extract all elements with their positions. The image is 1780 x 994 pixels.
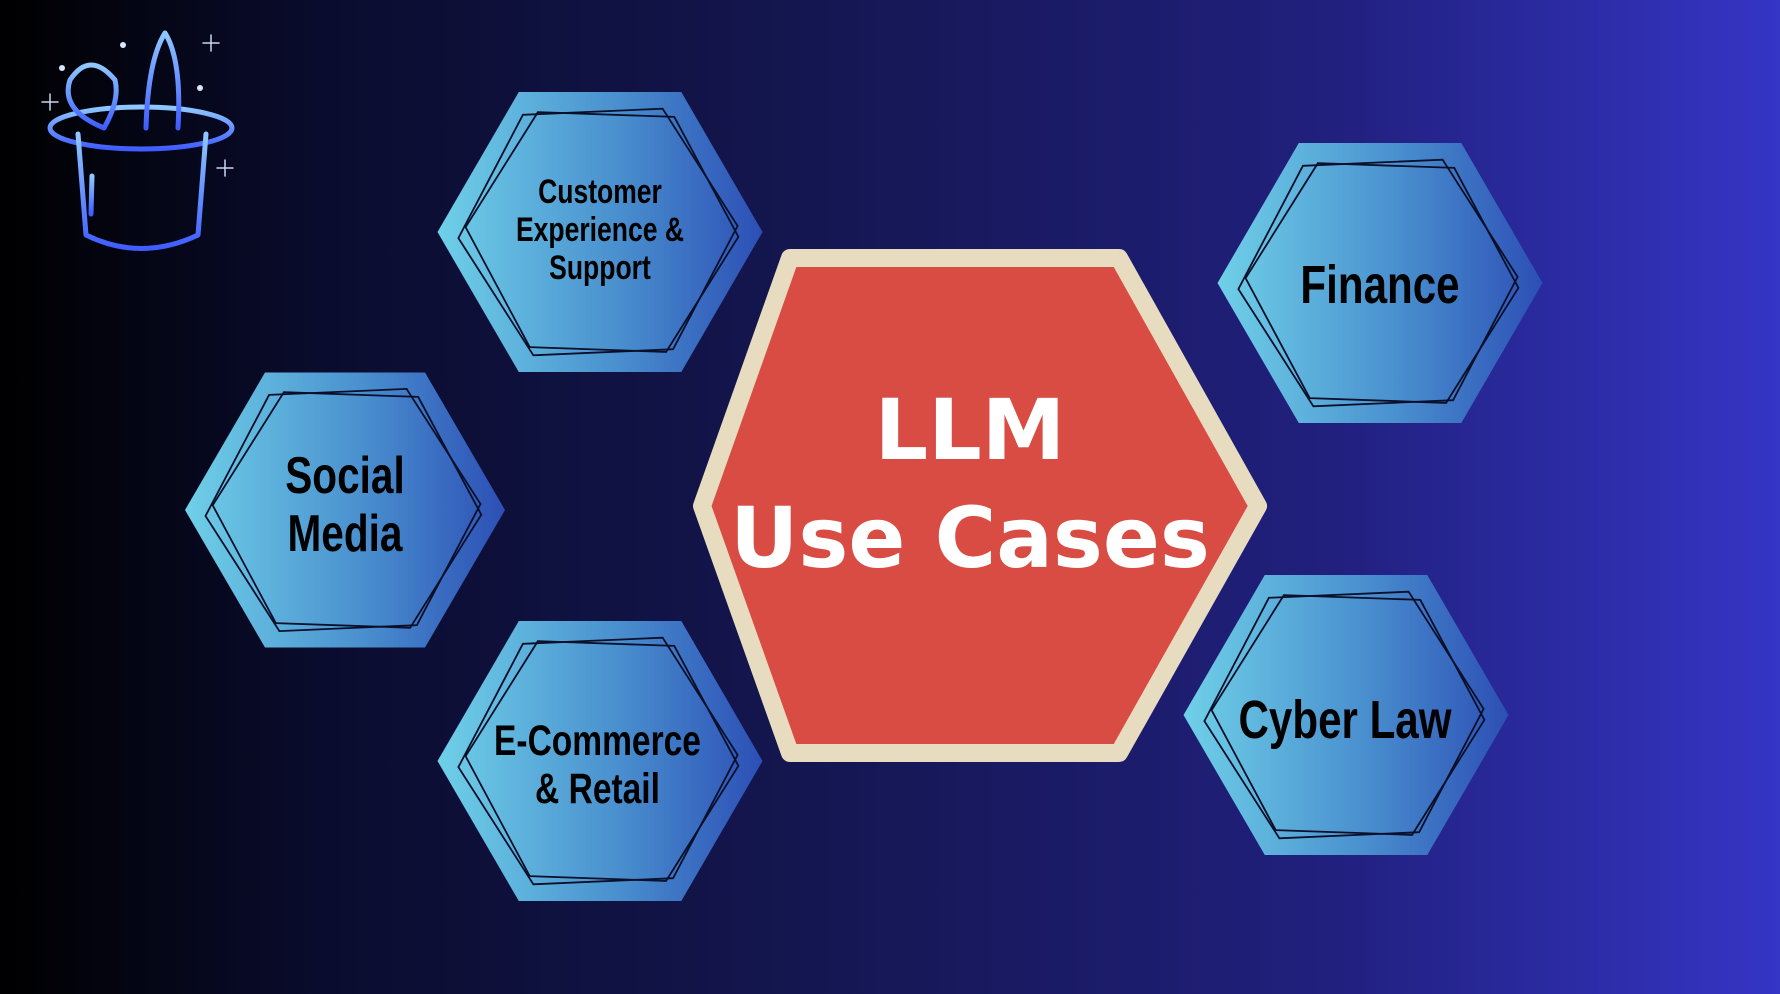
hexagon-outline [464, 111, 740, 353]
use-case-customer-experience-label: Customer Experience & Support [515, 172, 685, 288]
hexagon-fill [437, 92, 763, 372]
hexagon-outline [204, 387, 482, 633]
hexagon-outline [457, 636, 739, 886]
use-case-social-media-hexagon [185, 372, 505, 648]
hexagon-fill [1217, 143, 1543, 423]
hexagon-fill [437, 621, 763, 901]
hexagon-outline [1244, 162, 1520, 404]
center-title-line1: LLM [874, 381, 1066, 480]
hexagon-outline [464, 640, 740, 882]
use-case-finance-label: Finance [1300, 254, 1460, 315]
hexagon-outline [1203, 590, 1485, 840]
use-case-finance-hexagon [1217, 143, 1543, 423]
center-title: LLM Use Cases [700, 370, 1240, 600]
hexagon-outline [1210, 594, 1486, 836]
hexagon-outline [211, 391, 483, 629]
hexagon-outline [457, 107, 739, 357]
use-case-ecommerce-label: E-Commerce & Retail [494, 716, 701, 813]
hexagon-fill [1183, 575, 1509, 855]
use-case-customer-experience-hexagon [437, 92, 763, 372]
hexagon-outline [1237, 158, 1519, 408]
use-case-ecommerce-hexagon [437, 621, 763, 901]
hexagon-fill [185, 372, 505, 648]
center-hexagon [693, 249, 1267, 762]
magic-hat-with-rabbit-icon [41, 30, 235, 251]
center-title-line2: Use Cases [730, 489, 1210, 587]
use-case-cyber-law-label: Cyber Law [1238, 689, 1452, 750]
use-case-cyber-law-hexagon [1183, 575, 1509, 855]
use-case-social-media-label: Social Media [285, 446, 405, 563]
